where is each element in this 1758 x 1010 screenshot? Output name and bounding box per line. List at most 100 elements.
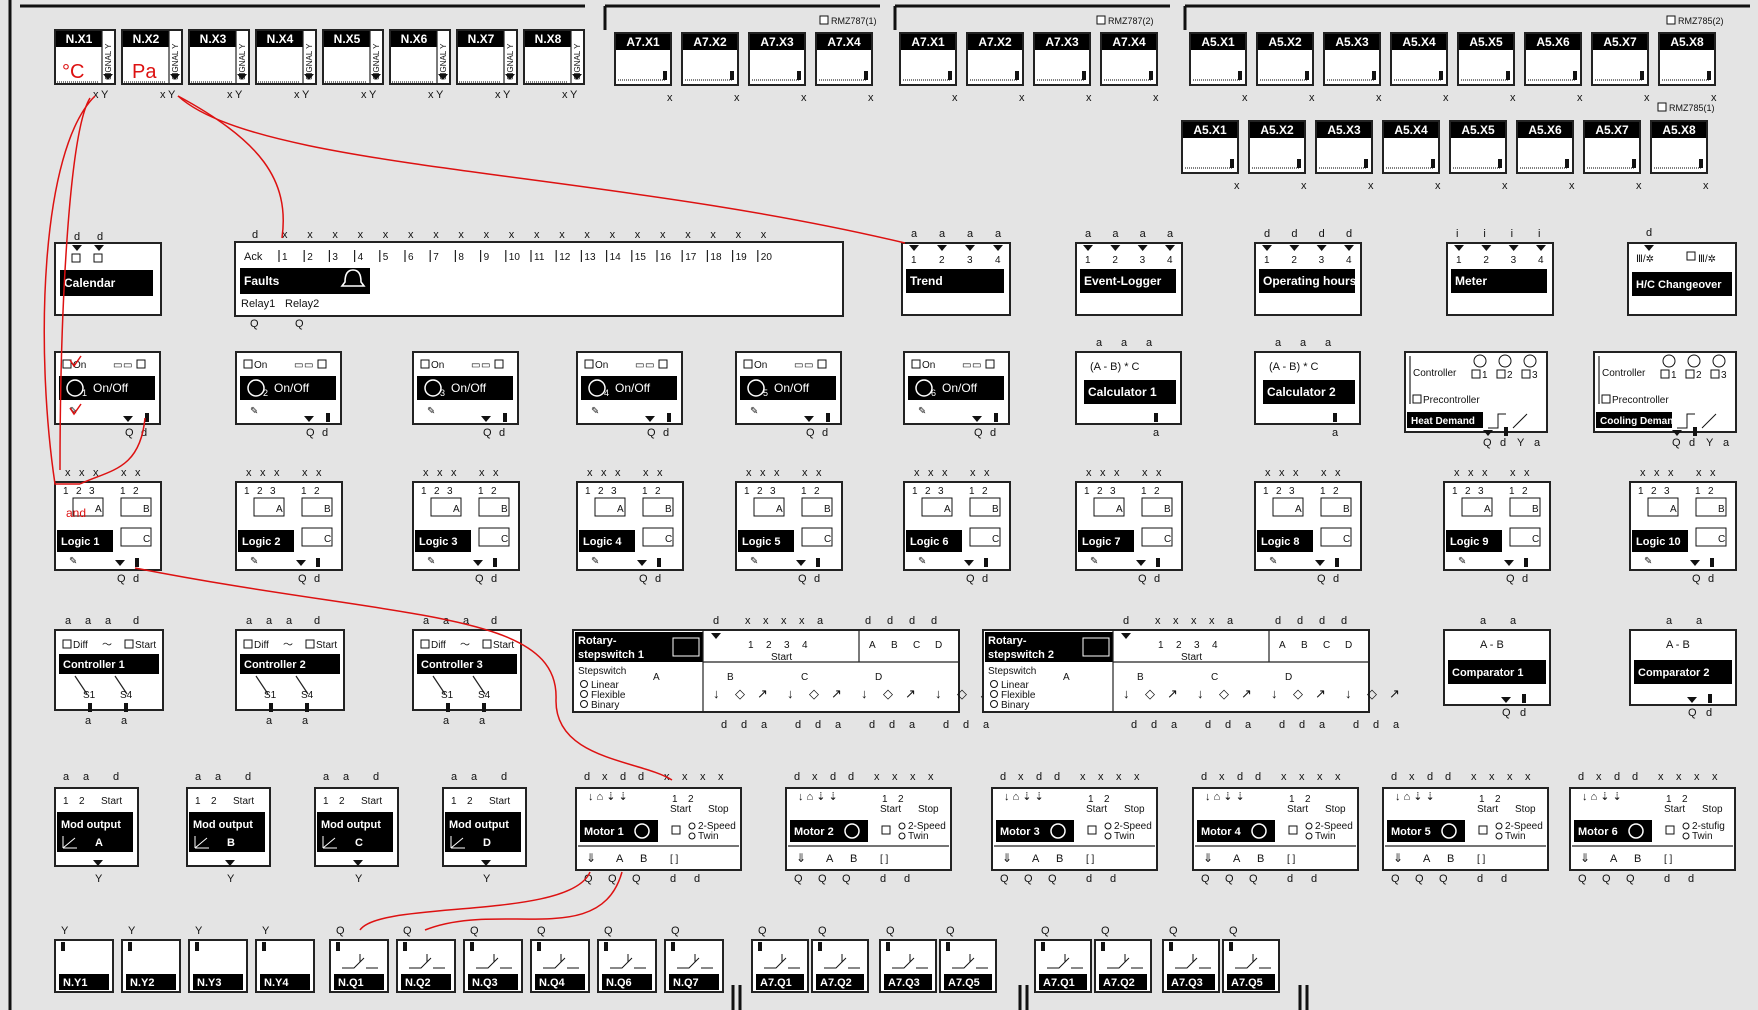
rmz785-2-tile-label: A5.X1 (1201, 35, 1235, 49)
logic-term-x: x (121, 467, 127, 479)
logic-term-d: d (314, 573, 320, 585)
motor-mode-radio-icon[interactable] (1683, 833, 1689, 839)
controller-diff[interactable] (63, 640, 71, 648)
motor-mode-radio-icon[interactable] (689, 823, 695, 829)
controller-term-bottom: a (121, 715, 128, 727)
motor-mode-check[interactable] (1289, 826, 1297, 834)
controller-start[interactable] (306, 640, 314, 648)
controller-start[interactable] (483, 640, 491, 648)
cooling-demand-opt[interactable] (1661, 370, 1669, 378)
rmz785-1-tile-term: x (1703, 180, 1709, 192)
logic-term-x: x (246, 467, 252, 479)
heat-demand-opt[interactable] (1522, 370, 1530, 378)
motor-mode-radio-icon[interactable] (1306, 833, 1312, 839)
logic-term-d: d (1522, 573, 1528, 585)
faults-input-num: 16 (660, 252, 672, 263)
wire-motor1-to-nq1 (360, 872, 590, 930)
rotary-opt-radio-icon[interactable] (991, 701, 998, 708)
motor-mode-radio-icon[interactable] (1105, 823, 1111, 829)
cooling-demand-precontroller[interactable] (1602, 395, 1610, 403)
rotary-opt-radio-icon[interactable] (991, 681, 998, 688)
heat-demand-precontroller[interactable] (1413, 395, 1421, 403)
calculator-1-term-top: a (1146, 337, 1153, 349)
timer-close-icon[interactable] (659, 360, 667, 368)
motor-mode-check[interactable] (1088, 826, 1096, 834)
rmz785-1-tile-term: x (1234, 180, 1240, 192)
logic-gate-b-label: B (1343, 504, 1350, 515)
rmz787-1-checkbox[interactable] (820, 16, 828, 24)
timer-term-q: Q (806, 427, 815, 439)
faults-term-x: x (307, 229, 313, 241)
rotary-group-top: D (1345, 640, 1352, 651)
timer-close-icon[interactable] (137, 360, 145, 368)
cooling-demand-opt[interactable] (1711, 370, 1719, 378)
output-a7-3-term: Q (886, 925, 895, 937)
motor-mode-radio-icon[interactable] (1683, 823, 1689, 829)
motor-label: Motor 6 (1578, 826, 1618, 838)
motor-mode-radio-icon[interactable] (1496, 823, 1502, 829)
cooling-demand-term-bottom: d (1689, 437, 1695, 449)
hc-check[interactable] (1687, 252, 1695, 260)
logic-term-x: x (1454, 467, 1460, 479)
rotary-group-label: D (875, 672, 882, 683)
cooling-demand-opt[interactable] (1686, 370, 1694, 378)
timer-close-icon[interactable] (495, 360, 503, 368)
logic-input-num: 2 (491, 486, 497, 497)
logic-term-x: x (1279, 467, 1285, 479)
motor-mode-check[interactable] (672, 826, 680, 834)
option-radio-icon[interactable] (1499, 355, 1511, 367)
rotary-term-top: x (799, 615, 805, 627)
timer-on-check[interactable] (63, 360, 71, 368)
timer-close-icon[interactable] (818, 360, 826, 368)
timer-on-check[interactable] (244, 360, 252, 368)
rmz785-2-checkbox[interactable] (1667, 16, 1675, 24)
motor-term-top: d (1201, 771, 1207, 783)
option-radio-icon[interactable] (1524, 355, 1536, 367)
heat-demand-opt[interactable] (1497, 370, 1505, 378)
timer-close-icon[interactable] (986, 360, 994, 368)
option-radio-icon[interactable] (1474, 355, 1486, 367)
motor-mode-radio-icon[interactable] (1105, 833, 1111, 839)
motor-mode-check[interactable] (882, 826, 890, 834)
calendar-check[interactable] (72, 254, 80, 262)
motor-mode-radio-icon[interactable] (899, 833, 905, 839)
motor-mode-check[interactable] (1479, 826, 1487, 834)
rotary-opt-radio-icon[interactable] (581, 701, 588, 708)
calculator-1-term-top: a (1096, 337, 1103, 349)
timer-term-q: Q (974, 427, 983, 439)
rotary-opt-radio-icon[interactable] (991, 691, 998, 698)
motor-mode-radio-icon[interactable] (1306, 823, 1312, 829)
rotary-opt-radio-icon[interactable] (581, 691, 588, 698)
motor-b: B (1056, 853, 1063, 865)
option-radio-icon[interactable] (1688, 355, 1700, 367)
rmz787-2-checkbox[interactable] (1097, 16, 1105, 24)
motor-mode-check[interactable] (1666, 826, 1674, 834)
option-radio-icon[interactable] (1663, 355, 1675, 367)
controller-start[interactable] (125, 640, 133, 648)
motor-mode-radio-icon[interactable] (899, 823, 905, 829)
motor-mode-radio-icon[interactable] (1496, 833, 1502, 839)
controller-diff[interactable] (244, 640, 252, 648)
timer-on-check[interactable] (585, 360, 593, 368)
calendar-close-icon[interactable] (94, 254, 102, 262)
output-n-y4-label: N.Y4 (264, 977, 289, 989)
rotary-opt-radio-icon[interactable] (581, 681, 588, 688)
motor-term-bottom: d (1110, 873, 1116, 885)
terminal-bar-icon (797, 71, 801, 80)
timer-close-icon[interactable] (318, 360, 326, 368)
logic-input-num: 2 (314, 486, 320, 497)
motor-mode-radio-icon[interactable] (689, 833, 695, 839)
motor-term-bottom: Q (1415, 873, 1424, 885)
timer-day-icon: ▭ (304, 360, 313, 371)
calculator-2-term-top: a (1275, 337, 1282, 349)
rmz785-1-checkbox[interactable] (1658, 103, 1666, 111)
timer-on-check[interactable] (421, 360, 429, 368)
rmz787-2-tile-term: x (1019, 92, 1025, 104)
timer-on-check[interactable] (744, 360, 752, 368)
terminal-bar-icon (730, 71, 734, 80)
controller-diff[interactable] (421, 640, 429, 648)
option-radio-icon[interactable] (1713, 355, 1725, 367)
faults-term-x: x (559, 229, 565, 241)
timer-on-check[interactable] (912, 360, 920, 368)
heat-demand-opt[interactable] (1472, 370, 1480, 378)
